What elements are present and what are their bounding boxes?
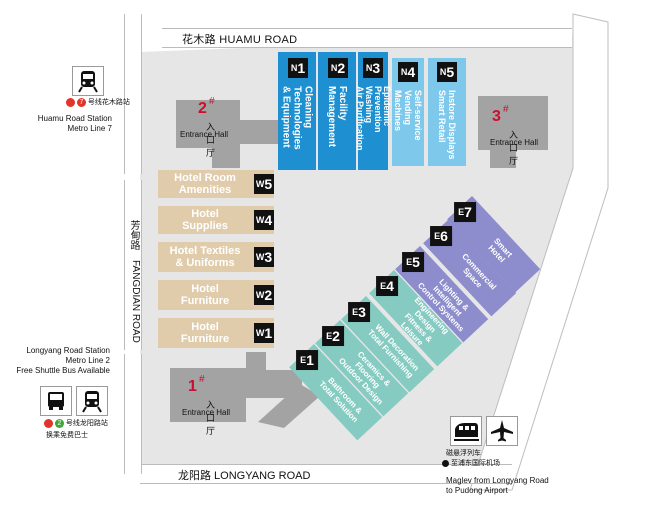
hall-w4-label: Hotel Supplies xyxy=(182,208,228,232)
play-dot-icon xyxy=(442,459,449,467)
huamu-station-cn: 7 号线花木路站 xyxy=(66,97,130,107)
hall-n2-label: Facility Management xyxy=(326,86,348,148)
hall-w5-label: Hotel Room Amenities xyxy=(174,172,236,196)
hall-w2-label: Hotel Furniture xyxy=(180,283,230,307)
entrance-2-en: Entrance Hall xyxy=(180,130,229,139)
entrance-1-num: 1 xyxy=(188,378,197,395)
maglev-en-line2: to Pudong Airport xyxy=(446,486,508,495)
metro-train-icon-2 xyxy=(76,386,108,416)
hall-n1-label: Cleaning Technologies & Equipment xyxy=(280,86,314,150)
diagonal-road xyxy=(469,13,609,491)
line-2-icon: 2 xyxy=(54,418,64,428)
entrance-3-en: Entrance Hall xyxy=(490,138,539,147)
hall-n3-label: Epidemic Prevention Washing Air Purifica… xyxy=(355,86,392,151)
huamu-road: 花木路 HUAMU ROAD xyxy=(162,28,572,48)
fangdian-road-south xyxy=(124,354,142,474)
huamu-road-label: 花木路 HUAMU ROAD xyxy=(182,34,298,46)
entrance-2-num: 2 xyxy=(198,100,207,117)
entrance-1-cn: 入口厅 xyxy=(206,400,216,436)
maglev-cn: 磁悬浮列车 xyxy=(446,450,481,457)
entrance-hall-3-shape xyxy=(478,96,548,168)
entrance-1-mark: # xyxy=(199,374,205,385)
longyang-station-name: Longyang Road Station xyxy=(26,346,110,355)
maglev-en-line1: Maglev from Longyang Road xyxy=(446,476,549,485)
entrance-3-mark: # xyxy=(503,104,509,115)
fangdian-road-north xyxy=(124,14,142,174)
metro-logo-icon xyxy=(66,97,75,107)
maglev-cn-2: 至浦东国际机场 xyxy=(442,458,500,468)
entrance-1-en: Entrance Hall xyxy=(182,408,231,417)
metro-train-icon xyxy=(72,66,104,96)
fangdian-road-label-en: FANGDIAN ROAD xyxy=(130,260,141,343)
longyang-road: 龙阳路 LONGYANG ROAD xyxy=(140,464,512,484)
entrance-2-mark: # xyxy=(209,96,215,107)
hall-w3-label: Hotel Textiles & Uniforms xyxy=(169,245,241,269)
entrance-2-cn: 入口厅 xyxy=(206,122,216,158)
longyang-station-cn: 2 号线龙阳路站 xyxy=(44,418,108,428)
huamu-station-name: Huamu Road Station xyxy=(37,114,112,123)
longyang-station-line: Metro Line 2 xyxy=(65,356,110,365)
longyang-station-en: Longyang Road Station Metro Line 2 Free … xyxy=(6,346,110,376)
shuttle-bus-note: Free Shuttle Bus Available xyxy=(16,366,110,375)
huamu-station-line: Metro Line 7 xyxy=(67,124,112,133)
line-7-icon: 7 xyxy=(76,97,86,107)
fangdian-road: 芳甸路 FANGDIAN ROAD xyxy=(124,180,142,350)
longyang-road-label: 龙阳路 LONGYANG ROAD xyxy=(178,470,311,482)
metro-logo-icon-2 xyxy=(44,418,53,428)
shuttle-bus-cn: 换乘免费巴士 xyxy=(46,432,88,439)
bus-icon xyxy=(40,386,72,416)
hall-n5-label: Instore Displays Smart Retail xyxy=(437,90,457,160)
airplane-icon xyxy=(486,416,518,446)
entrance-3-cn: 入口厅 xyxy=(509,130,519,166)
entrance-hall-2-shape xyxy=(176,100,278,168)
maglev-train-icon xyxy=(450,416,482,446)
entrance-3-num: 3 xyxy=(492,108,501,125)
hall-w1-label: Hotel Furniture xyxy=(180,321,230,345)
hall-n4-label: Self-service Vending Machines xyxy=(393,90,423,141)
entrance-hall-1-shape xyxy=(170,352,302,422)
maglev-en: Maglev from Longyang Road to Pudong Airp… xyxy=(446,476,549,496)
huamu-station-en: Huamu Road Station Metro Line 7 xyxy=(30,114,112,134)
fangdian-road-label-cn: 芳甸路 xyxy=(128,220,139,250)
corridor-1 xyxy=(258,384,320,428)
